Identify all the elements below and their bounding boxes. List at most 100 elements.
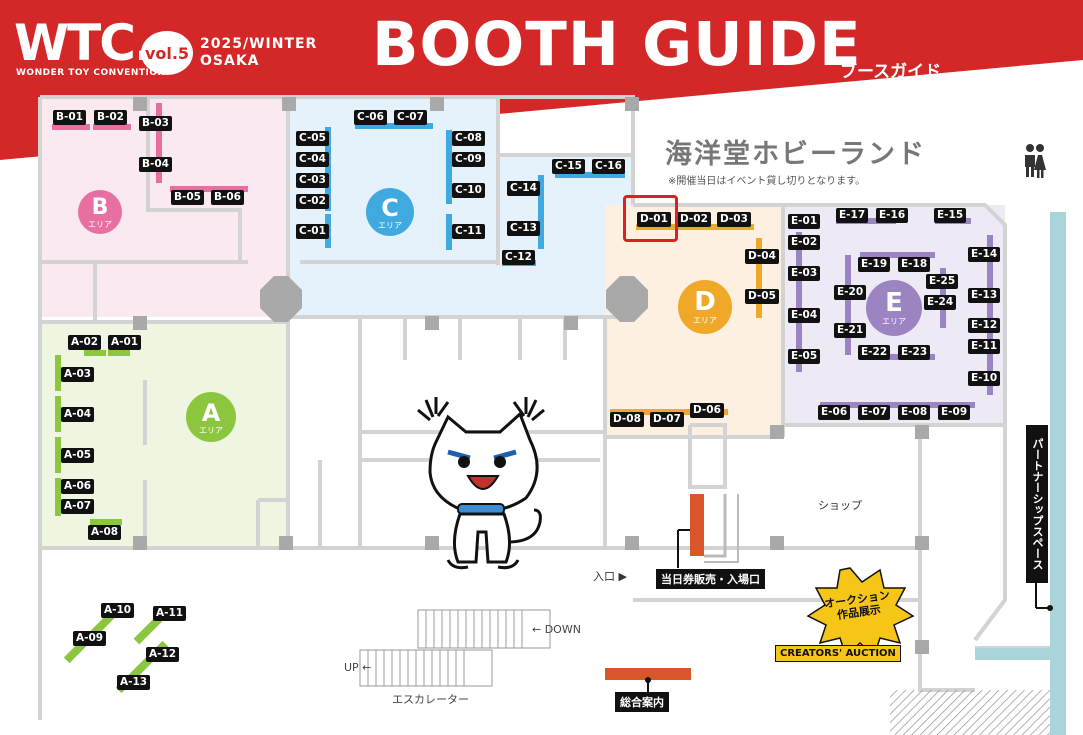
booth-e-12[interactable]: E-12 (968, 318, 1001, 333)
info-desk (605, 668, 691, 680)
area-a-label: エリア (199, 426, 223, 435)
booth-e-22[interactable]: E-22 (858, 345, 891, 360)
booth-a-02[interactable]: A-02 (68, 335, 102, 350)
booth-e-23[interactable]: E-23 (898, 345, 931, 360)
booth-e-20[interactable]: E-20 (834, 285, 867, 300)
booth-e-21[interactable]: E-21 (834, 323, 867, 338)
booth-a-11[interactable]: A-11 (153, 606, 187, 621)
booth-d-04[interactable]: D-04 (745, 249, 779, 264)
booth-c-11[interactable]: C-11 (452, 224, 485, 239)
hatched-area (890, 690, 1050, 735)
booth-e-01[interactable]: E-01 (788, 214, 821, 229)
booth-a-03[interactable]: A-03 (61, 367, 95, 382)
booth-e-25[interactable]: E-25 (926, 274, 959, 289)
booth-b-04[interactable]: B-04 (139, 157, 172, 172)
booth-d-03[interactable]: D-03 (717, 212, 751, 227)
booth-e-19[interactable]: E-19 (858, 257, 891, 272)
shop-label: ショップ (818, 499, 862, 512)
area-b-label: エリア (88, 220, 112, 229)
booth-e-05[interactable]: E-05 (788, 349, 821, 364)
booth-e-18[interactable]: E-18 (898, 257, 931, 272)
booth-c-08[interactable]: C-08 (452, 131, 485, 146)
booth-d-06[interactable]: D-06 (690, 403, 724, 418)
booth-c-06[interactable]: C-06 (354, 110, 387, 125)
booth-a-04[interactable]: A-04 (61, 407, 95, 422)
partnership-space-label: パートナーシップスペース (1026, 425, 1048, 583)
entrance-label: 入口 ▶ (593, 568, 627, 584)
booth-b-02[interactable]: B-02 (94, 110, 127, 125)
booth-a-09[interactable]: A-09 (73, 631, 107, 646)
booth-b-05[interactable]: B-05 (171, 190, 204, 205)
booth-c-09[interactable]: C-09 (452, 152, 485, 167)
booth-a-12[interactable]: A-12 (146, 647, 180, 662)
booth-e-14[interactable]: E-14 (968, 247, 1001, 262)
hobby-land-title: 海洋堂ホビーランド (665, 139, 926, 170)
entrance-arrow-icon: ▶ (618, 570, 627, 583)
booth-a-07[interactable]: A-07 (61, 499, 95, 514)
area-b-letter: B (91, 195, 109, 220)
booth-c-05[interactable]: C-05 (296, 131, 329, 146)
walls (38, 95, 1055, 720)
booth-e-07[interactable]: E-07 (858, 405, 891, 420)
booth-e-13[interactable]: E-13 (968, 288, 1001, 303)
area-c-letter: C (381, 194, 399, 222)
booth-e-10[interactable]: E-10 (968, 371, 1001, 386)
creators-auction-label: CREATORS' AUCTION (775, 645, 901, 662)
area-e-label: エリア (882, 317, 906, 326)
booth-e-09[interactable]: E-09 (938, 405, 971, 420)
booth-c-10[interactable]: C-10 (452, 183, 485, 198)
event-season: 2025/WINTER OSAKA (200, 36, 317, 70)
booth-e-02[interactable]: E-02 (788, 235, 821, 250)
page-title-jp: ブースガイド (840, 62, 942, 82)
escalator-up-label: UP ← (344, 661, 372, 674)
page-title: BOOTH GUIDE (372, 9, 862, 80)
escalator-up (359, 649, 493, 687)
booth-b-06[interactable]: B-06 (211, 190, 244, 205)
volume-badge: vol.5 (141, 31, 193, 75)
booth-a-06[interactable]: A-06 (61, 479, 95, 494)
booth-e-24[interactable]: E-24 (924, 295, 957, 310)
booth-b-03[interactable]: B-03 (139, 116, 172, 131)
booth-a-10[interactable]: A-10 (101, 603, 135, 618)
booth-e-06[interactable]: E-06 (818, 405, 851, 420)
wtc-logo: WTC. (14, 14, 153, 72)
booth-c-04[interactable]: C-04 (296, 152, 329, 167)
booth-e-15[interactable]: E-15 (934, 208, 967, 223)
booth-c-07[interactable]: C-07 (394, 110, 427, 125)
booth-a-13[interactable]: A-13 (117, 675, 151, 690)
booth-d-01[interactable]: D-01 (637, 212, 671, 227)
booth-c-12[interactable]: C-12 (502, 250, 535, 265)
booth-a-08[interactable]: A-08 (88, 525, 122, 540)
information-desk-label: 総合案内 (615, 692, 669, 712)
booth-e-11[interactable]: E-11 (968, 339, 1001, 354)
booth-d-05[interactable]: D-05 (745, 289, 779, 304)
booth-b-01[interactable]: B-01 (53, 110, 86, 125)
booth-e-03[interactable]: E-03 (788, 266, 821, 281)
booth-c-14[interactable]: C-14 (507, 181, 540, 196)
booth-c-03[interactable]: C-03 (296, 173, 329, 188)
area-c-label: エリア (378, 221, 402, 230)
ticket-entrance-label: 当日券販売・入場口 (656, 569, 765, 589)
escalator-label: エスカレーター (392, 693, 469, 706)
booth-e-04[interactable]: E-04 (788, 308, 821, 323)
pillars (133, 97, 929, 654)
booth-c-13[interactable]: C-13 (507, 221, 540, 236)
area-a-zone (40, 322, 286, 548)
booth-d-07[interactable]: D-07 (650, 412, 684, 427)
booth-a-01[interactable]: A-01 (108, 335, 142, 350)
city-text: OSAKA (200, 53, 260, 69)
booth-c-01[interactable]: C-01 (296, 224, 329, 239)
booth-e-16[interactable]: E-16 (876, 208, 909, 223)
booth-e-17[interactable]: E-17 (836, 208, 869, 223)
booth-c-15[interactable]: C-15 (552, 159, 585, 174)
booth-d-08[interactable]: D-08 (610, 412, 644, 427)
booth-a-05[interactable]: A-05 (61, 448, 95, 463)
logo-subtitle: WONDER TOY CONVENTION (16, 68, 166, 78)
escalator-down (417, 609, 551, 649)
booth-c-02[interactable]: C-02 (296, 194, 329, 209)
booth-d-02[interactable]: D-02 (677, 212, 711, 227)
booth-c-16[interactable]: C-16 (592, 159, 625, 174)
season-text: 2025/WINTER (200, 36, 318, 52)
booth-e-08[interactable]: E-08 (898, 405, 931, 420)
